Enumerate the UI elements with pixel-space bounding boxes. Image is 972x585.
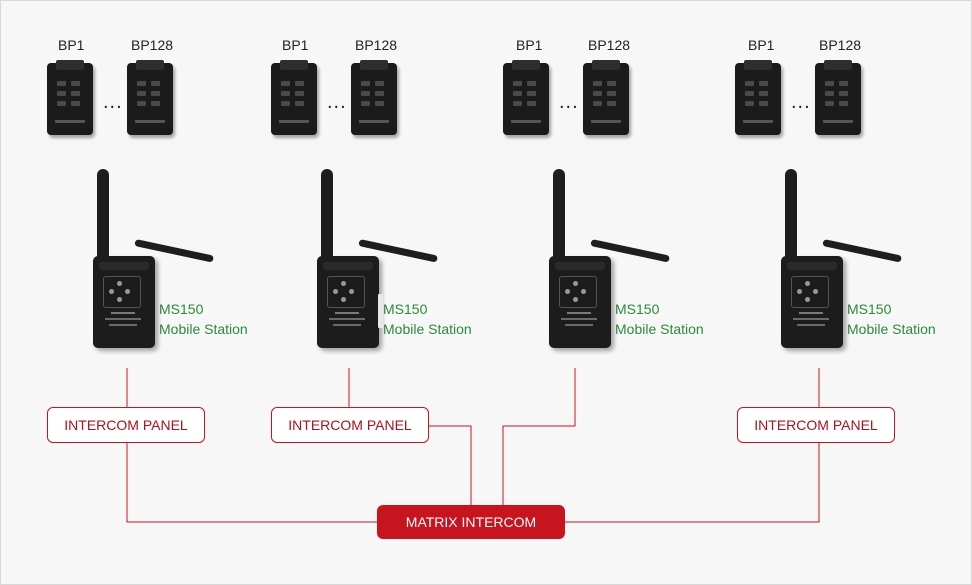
- ellipsis: ...: [559, 91, 579, 113]
- mobile-station-icon: [317, 256, 383, 348]
- mobile-station-label: MS150 Mobile Station: [615, 299, 704, 339]
- beltpack-icon: [47, 60, 93, 135]
- matrix-intercom-box: MATRIX INTERCOM: [377, 505, 565, 539]
- mobile-station-label: MS150 Mobile Station: [847, 299, 936, 339]
- antenna-icon: [97, 169, 109, 265]
- wire-panel2-matrix: [429, 425, 472, 505]
- wire-station3-matrix: [502, 368, 576, 505]
- antenna-icon: [785, 169, 797, 265]
- ms-model: MS150: [159, 301, 204, 317]
- ms-name: Mobile Station: [847, 321, 936, 337]
- bp-last-label: BP128: [355, 37, 398, 53]
- beltpack-icon: [351, 60, 397, 135]
- mobile-station-icon: [781, 256, 843, 348]
- bp-first-label: BP1: [516, 37, 543, 53]
- beltpack-icon: [271, 60, 317, 135]
- group-2: BP1 BP128 ... MS150 Mobile Station: [225, 1, 472, 401]
- bp-last-label: BP128: [131, 37, 174, 53]
- mobile-station-icon: [549, 256, 611, 348]
- beltpack-icon: [583, 60, 629, 135]
- bp-first-label: BP1: [748, 37, 775, 53]
- beltpack-icon: [735, 60, 781, 135]
- ms-name: Mobile Station: [383, 321, 472, 337]
- intercom-panel-box: INTERCOM PANEL: [47, 407, 205, 443]
- ms-model: MS150: [847, 301, 892, 317]
- ellipsis: ...: [103, 91, 123, 113]
- ellipsis: ...: [791, 91, 811, 113]
- bp-first-label: BP1: [58, 37, 85, 53]
- group-3: BP1 BP128 ... MS150 Mobile Station: [457, 1, 704, 401]
- intercom-panel-box: INTERCOM PANEL: [271, 407, 429, 443]
- bp-last-label: BP128: [588, 37, 631, 53]
- ellipsis: ...: [327, 91, 347, 113]
- antenna-icon: [553, 169, 565, 265]
- mobile-station-label: MS150 Mobile Station: [383, 299, 472, 339]
- ms-name: Mobile Station: [159, 321, 248, 337]
- intercom-panel-box: INTERCOM PANEL: [737, 407, 895, 443]
- ms-model: MS150: [383, 301, 428, 317]
- bp-last-label: BP128: [819, 37, 862, 53]
- beltpack-icon: [503, 60, 549, 135]
- group-4: BP1 BP128 ... MS150 Mobile Station: [689, 1, 936, 401]
- group-1: BP1 BP128 ... MS150 Mobile Station: [1, 1, 248, 401]
- ms-model: MS150: [615, 301, 660, 317]
- wire-panel4-matrix: [565, 443, 820, 523]
- beltpack-icon: [127, 60, 173, 135]
- wire-panel1-matrix: [126, 443, 377, 523]
- antenna-icon: [321, 169, 333, 265]
- ms-name: Mobile Station: [615, 321, 704, 337]
- mobile-station-label: MS150 Mobile Station: [159, 299, 248, 339]
- mobile-station-icon: [93, 256, 155, 348]
- beltpack-icon: [815, 60, 861, 135]
- bp-first-label: BP1: [282, 37, 309, 53]
